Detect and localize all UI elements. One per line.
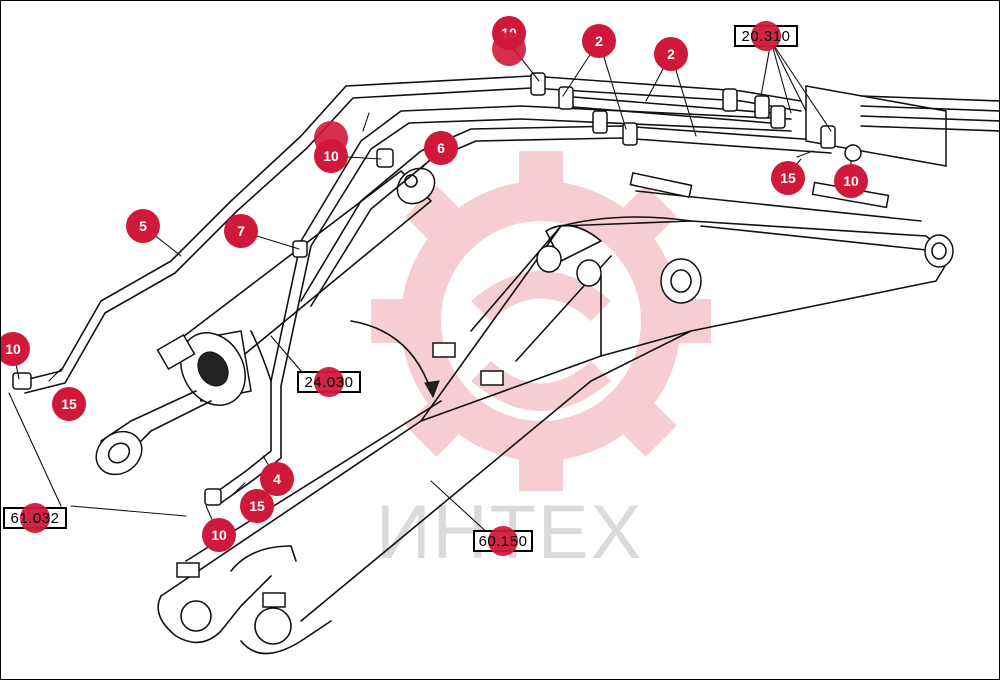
ref-marker-dot	[488, 526, 518, 556]
callout-15-bottom[interactable]: 15	[240, 489, 274, 523]
callout-15-right[interactable]: 15	[771, 161, 805, 195]
callout-10-left[interactable]: 10	[1, 332, 30, 366]
callout-10-mid[interactable]: 10	[314, 139, 348, 173]
callout-7[interactable]: 7	[224, 214, 258, 248]
ref-box-left[interactable]: 61.032	[3, 503, 67, 533]
callout-2-b[interactable]: 2	[654, 37, 688, 71]
callout-15-left[interactable]: 15	[52, 387, 86, 421]
ref-box-cylinder[interactable]: 24.030	[297, 367, 361, 397]
callout-10-top-shadow	[492, 32, 526, 66]
ref-marker-dot	[314, 367, 344, 397]
callout-6[interactable]: 6	[424, 131, 458, 165]
hydraulic-pipes	[12, 72, 999, 506]
ref-box-bottom[interactable]: 60.150	[473, 526, 533, 556]
callout-10-right[interactable]: 10	[834, 164, 868, 198]
callout-10-bottom[interactable]: 10	[202, 518, 236, 552]
callout-2-a[interactable]: 2	[582, 24, 616, 58]
boom-body	[157, 172, 954, 655]
ref-box-top-right[interactable]: 20.310	[734, 21, 798, 51]
ref-marker-dot	[20, 503, 50, 533]
ref-marker-dot	[751, 21, 781, 51]
callout-4[interactable]: 4	[260, 462, 294, 496]
boom-cylinder	[95, 167, 436, 476]
callout-5[interactable]: 5	[126, 209, 160, 243]
